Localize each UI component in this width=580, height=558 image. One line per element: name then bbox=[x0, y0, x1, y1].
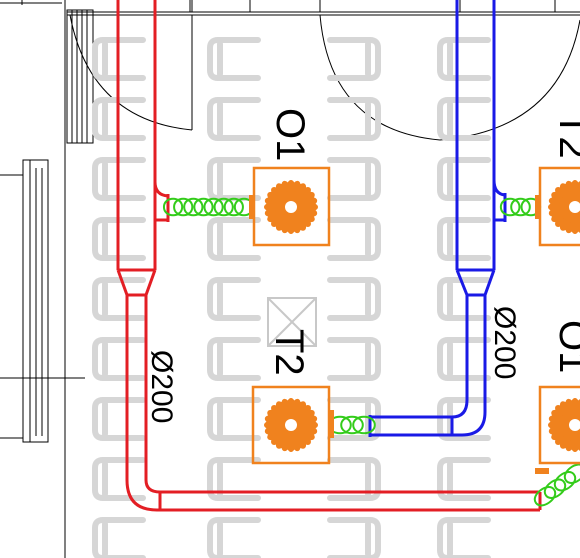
door-swing-icon bbox=[69, 14, 580, 141]
chair-icon bbox=[92, 277, 146, 321]
chair-icon bbox=[437, 337, 491, 381]
chair-icon bbox=[437, 457, 491, 501]
window-icon bbox=[0, 159, 85, 443]
diffuser-icon bbox=[548, 398, 580, 452]
chair-icon bbox=[92, 517, 146, 558]
chair-icon bbox=[437, 277, 491, 321]
chair-icon bbox=[327, 217, 381, 261]
chair-icon bbox=[92, 37, 146, 81]
chair-layout bbox=[92, 37, 491, 558]
diffuser-o1-top bbox=[249, 166, 331, 247]
chair-icon bbox=[92, 457, 146, 501]
supply-duct bbox=[116, 0, 542, 512]
chair-icon bbox=[92, 217, 146, 261]
diffuser-o1-right bbox=[535, 385, 580, 474]
chair-icon bbox=[327, 337, 381, 381]
chair-icon bbox=[207, 337, 261, 381]
chair-icon bbox=[92, 157, 146, 201]
diffuser-icon bbox=[548, 180, 580, 234]
chair-icon bbox=[207, 517, 261, 558]
diffuser-icon bbox=[264, 180, 318, 234]
chair-icon bbox=[92, 97, 146, 141]
chair-icon bbox=[207, 97, 261, 141]
label-outlet-right-mid: O1 bbox=[551, 320, 580, 373]
chair-icon bbox=[207, 157, 261, 201]
flex-hose-icon bbox=[162, 197, 580, 507]
label-duct-left-dim: Ø200 bbox=[145, 350, 178, 423]
return-duct bbox=[368, 0, 507, 437]
chair-icon bbox=[437, 397, 491, 441]
chair-icon bbox=[437, 217, 491, 261]
chair-icon bbox=[437, 517, 491, 558]
glazing-frame bbox=[66, 0, 580, 144]
chair-icon bbox=[92, 397, 146, 441]
chair-icon bbox=[437, 157, 491, 201]
chair-icon bbox=[207, 397, 261, 441]
cross-box bbox=[267, 297, 317, 347]
label-outlet-top: O1 bbox=[268, 108, 312, 161]
chair-icon bbox=[327, 397, 381, 441]
chair-icon bbox=[327, 37, 381, 81]
diffuser-icon bbox=[264, 398, 318, 452]
diffuser-t2-right bbox=[535, 166, 580, 247]
chair-icon bbox=[207, 37, 261, 81]
chair-icon bbox=[437, 37, 491, 81]
chair-icon bbox=[327, 97, 381, 141]
chair-icon bbox=[207, 217, 261, 261]
chair-icon bbox=[92, 337, 146, 381]
label-outlet-right-top: T2 bbox=[551, 112, 580, 159]
chair-icon bbox=[327, 157, 381, 201]
label-outlet-mid: T2 bbox=[267, 329, 311, 376]
chair-icon bbox=[437, 97, 491, 141]
chair-icon bbox=[207, 457, 261, 501]
chair-icon bbox=[327, 457, 381, 501]
label-duct-right-dim: Ø200 bbox=[488, 306, 521, 379]
chair-icon bbox=[327, 517, 381, 558]
chair-icon bbox=[207, 277, 261, 321]
diffuser-t2-mid bbox=[251, 385, 334, 465]
chair-icon bbox=[327, 277, 381, 321]
